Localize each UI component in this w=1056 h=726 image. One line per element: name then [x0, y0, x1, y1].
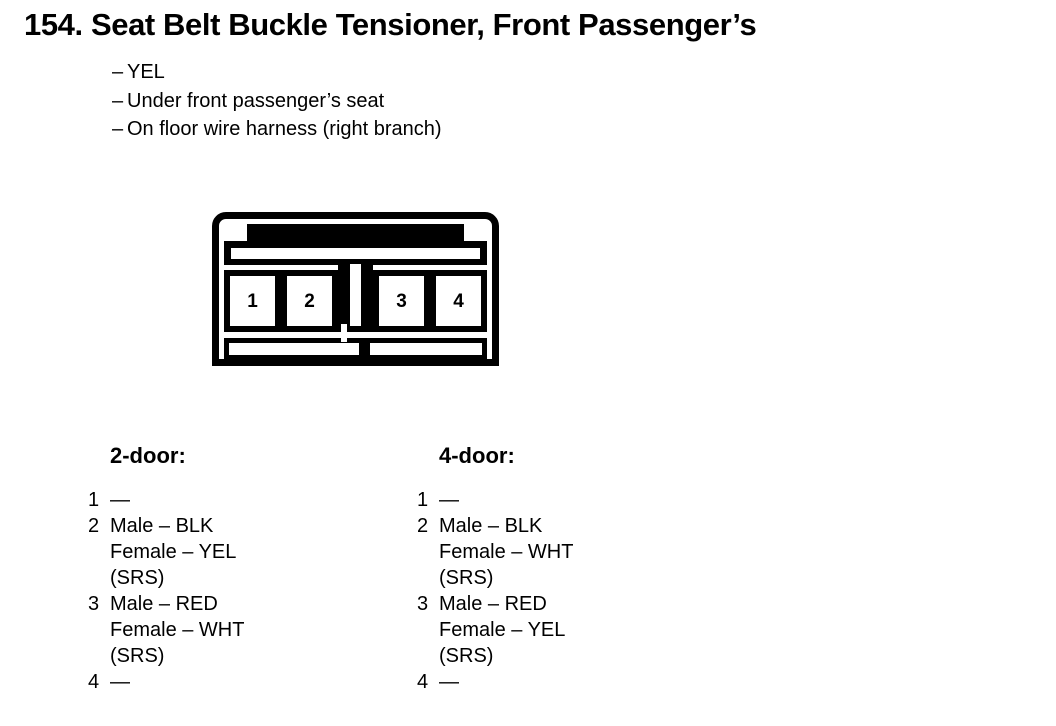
pin-table-heading: 4-door:: [439, 443, 515, 468]
pin-value-group: —: [110, 669, 130, 695]
connector-locking-tab: [224, 224, 487, 265]
description-text: Under front passenger’s seat: [127, 89, 385, 112]
pin-value: Female – WHT: [110, 619, 245, 641]
description-line: –On floor wire harness (right branch): [112, 115, 442, 144]
pin-row: 3 Male – RED Female – WHT (SRS): [88, 591, 244, 669]
connector-pin-row: 1 2 3 4: [224, 264, 487, 332]
pin-row: 4 —: [88, 669, 244, 695]
pin-row-list: 1 — 2 Male – BLK Female – YEL (SRS) 3 Ma…: [88, 487, 244, 695]
pin-value: Male – RED: [110, 593, 218, 615]
pin-value: —: [110, 671, 130, 693]
description-text: On floor wire harness (right branch): [127, 118, 442, 140]
description-text: YEL: [127, 61, 165, 83]
connector-base-bar-left: [229, 343, 359, 355]
page-title: 154. Seat Belt Buckle Tensioner, Front P…: [24, 7, 757, 42]
description-list: –YEL –Under front passenger’s seat –On f…: [112, 58, 442, 144]
pin-number: 4: [88, 671, 100, 693]
pin-value: Female – YEL: [439, 619, 566, 641]
pin-value: (SRS): [110, 645, 165, 667]
pin-number: 2: [417, 515, 429, 537]
pin-value: —: [439, 489, 459, 511]
connector-outer-shell: [212, 212, 499, 366]
pin-number: 4: [417, 671, 429, 693]
pin-row: 1 —: [88, 487, 244, 513]
pin-row: 4 —: [417, 669, 573, 695]
description-line: –YEL: [112, 58, 442, 87]
en-dash-marker: –: [112, 118, 124, 140]
connector-pin-1: 1: [224, 270, 281, 332]
pin-value-group: —: [439, 669, 459, 695]
locking-tab-recess: [231, 248, 480, 259]
pin-value: Female – YEL: [110, 541, 237, 563]
pin-number: 3: [417, 593, 429, 615]
description-line: –Under front passenger’s seat: [112, 87, 442, 116]
en-dash-marker: –: [112, 61, 124, 83]
pin-value-group: Male – RED Female – WHT (SRS): [110, 591, 244, 669]
pin-number: 1: [417, 489, 429, 511]
connector-diagram: 1 2 3 4: [212, 212, 499, 366]
pin-row-list: 1 — 2 Male – BLK Female – WHT (SRS) 3 Ma…: [417, 487, 573, 695]
pin-center-slot: [350, 264, 361, 326]
pin-value: Female – WHT: [439, 541, 574, 563]
en-dash-marker: –: [112, 89, 124, 112]
pin-value: —: [439, 671, 459, 693]
pin-value-group: Male – RED Female – YEL (SRS): [439, 591, 565, 669]
connector-base-bar-right: [370, 343, 482, 355]
pin-table-heading: 2-door:: [110, 443, 186, 468]
pin-value: Male – BLK: [110, 515, 214, 537]
center-keyway-slot: [341, 324, 347, 342]
pin-number: 2: [88, 515, 100, 537]
pin-row: 2 Male – BLK Female – WHT (SRS): [417, 513, 573, 591]
pin-value-group: Male – BLK Female – WHT (SRS): [439, 513, 573, 591]
pin-value: Male – BLK: [439, 515, 543, 537]
pin-value: (SRS): [110, 567, 165, 589]
pin-value: Male – RED: [439, 593, 547, 615]
pin-row: 1 —: [417, 487, 573, 513]
pin-value-group: —: [439, 487, 459, 513]
connector-pin-3: 3: [373, 270, 430, 332]
connector-pin-2: 2: [281, 270, 338, 332]
pin-row: 3 Male – RED Female – YEL (SRS): [417, 591, 573, 669]
connector-pin-4: 4: [430, 270, 487, 332]
pin-row: 2 Male – BLK Female – YEL (SRS): [88, 513, 244, 591]
pin-value: (SRS): [439, 567, 494, 589]
pin-value: (SRS): [439, 645, 494, 667]
pin-number: 3: [88, 593, 100, 615]
pin-value-group: —: [110, 487, 130, 513]
pin-number: 1: [88, 489, 100, 511]
pin-value: —: [110, 489, 130, 511]
pin-value-group: Male – BLK Female – YEL (SRS): [110, 513, 236, 591]
connector-base: [224, 338, 487, 360]
